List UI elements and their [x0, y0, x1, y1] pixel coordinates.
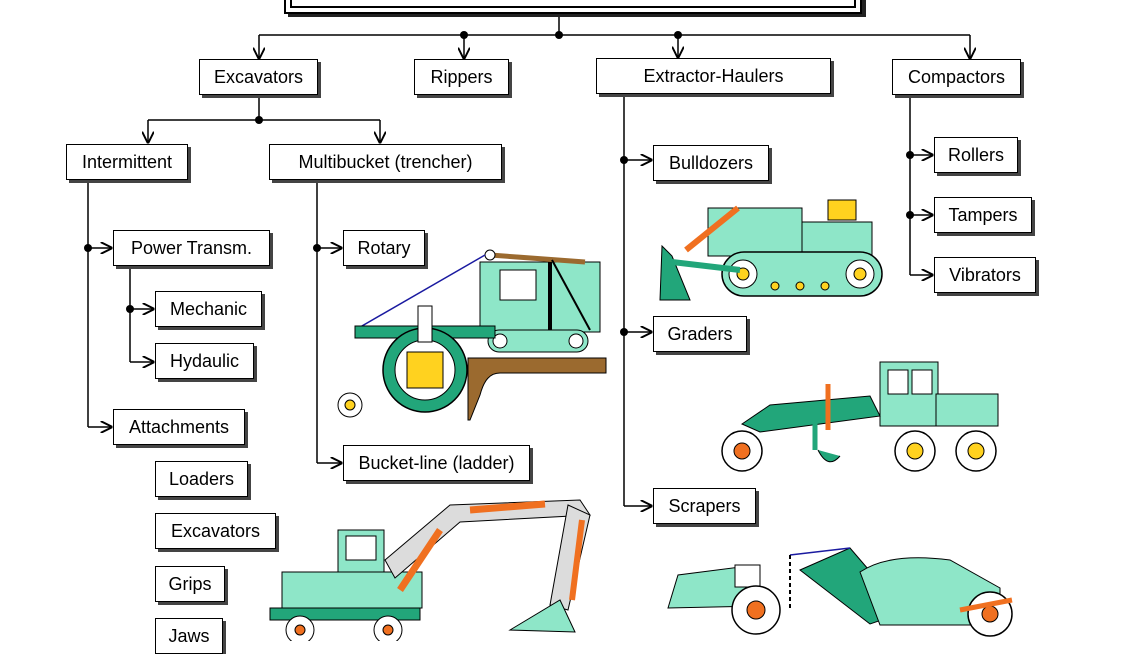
- node-intermittent: Intermittent: [66, 144, 188, 180]
- node-rollers: Rollers: [934, 137, 1018, 173]
- node-excavators-attachment: Excavators: [155, 513, 276, 549]
- junction-dots: [84, 31, 914, 336]
- node-compactors: Compactors: [892, 59, 1021, 95]
- node-grips: Grips: [155, 566, 225, 602]
- node-scrapers: Scrapers: [653, 488, 756, 524]
- node-rotary: Rotary: [343, 230, 425, 266]
- node-attachments: Attachments: [113, 409, 245, 445]
- node-bulldozers: Bulldozers: [653, 145, 769, 181]
- scraper-illustration: [667, 547, 1013, 637]
- node-power-transm: Power Transm.: [113, 230, 270, 266]
- grader-illustration: [721, 361, 999, 472]
- node-loaders: Loaders: [155, 461, 248, 497]
- node-excavators: Excavators: [199, 59, 318, 95]
- node-mechanic: Mechanic: [155, 291, 262, 327]
- bulldozer-illustration: [659, 199, 883, 301]
- excavator-illustration: [269, 499, 591, 641]
- node-graders: Graders: [653, 316, 747, 352]
- node-extractor-haulers: Extractor-Haulers: [596, 58, 831, 94]
- node-rippers: Rippers: [414, 59, 509, 95]
- node-hydaulic: Hydaulic: [155, 343, 254, 379]
- title-box: [284, 0, 862, 14]
- node-tampers: Tampers: [934, 197, 1032, 233]
- node-jaws: Jaws: [155, 618, 223, 654]
- node-vibrators: Vibrators: [934, 257, 1036, 293]
- node-multibucket-trencher: Multibucket (trencher): [269, 144, 502, 180]
- node-bucket-line-ladder: Bucket-line (ladder): [343, 445, 530, 481]
- rotary-trencher-illustration: [337, 249, 607, 421]
